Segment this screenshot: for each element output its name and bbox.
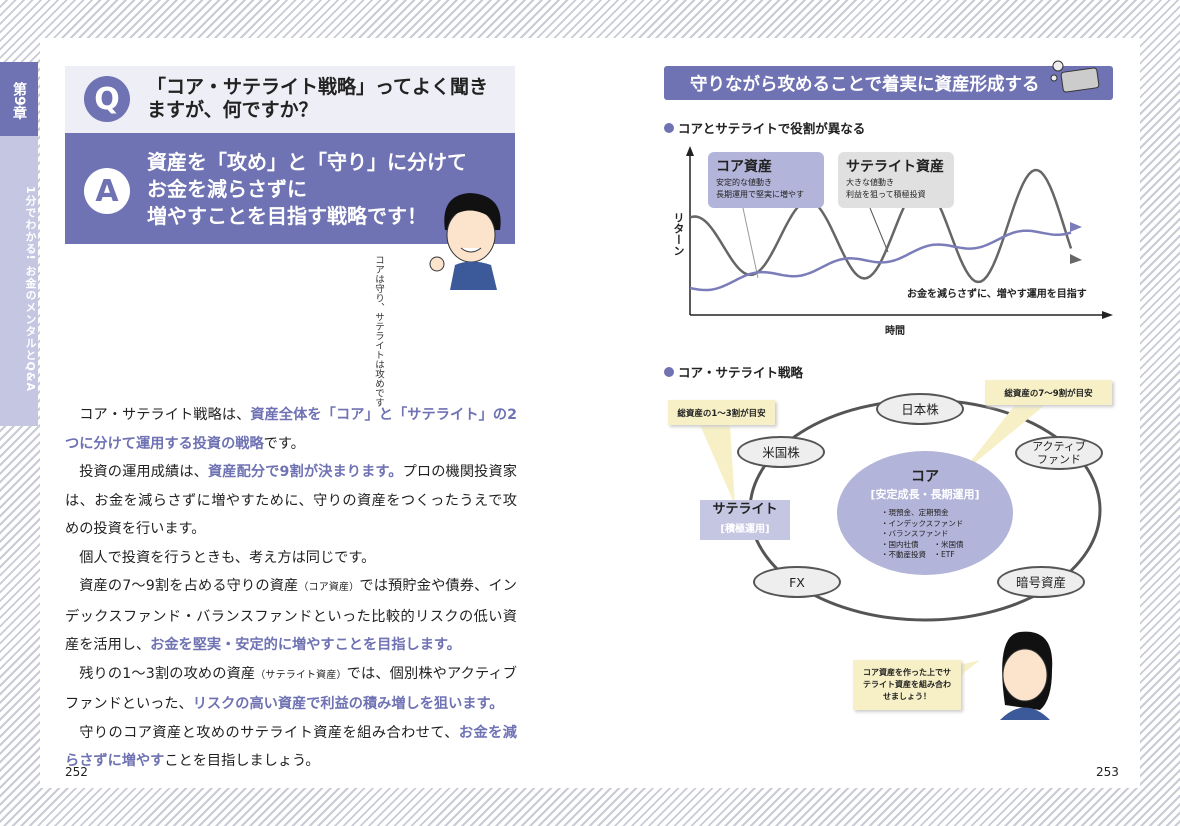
paragraph: 資産の7～9割を占める守りの資産（コア資産）では預貯金や債券、インデックスファン… bbox=[65, 572, 517, 660]
satellite-label-box: サテライト資産 大きな値動き 利益を狙って積極投資 bbox=[838, 152, 954, 208]
question-box bbox=[65, 66, 515, 133]
chart-caption: お金を減らさずに、増やす運用を目指す bbox=[907, 289, 1087, 300]
core-desc: 安定的な値動き bbox=[716, 178, 772, 187]
core-item: ・バランスファンド bbox=[881, 529, 949, 538]
core-label: コア [安定成長・長期運用] ・現預金、定期預金・インデックスファンド・バランス… bbox=[837, 466, 1013, 561]
highlight-text: お金を減らさずに増やす bbox=[65, 724, 517, 770]
chapter-subtitle: 1分でわかる! お金のメンタルとQ&A bbox=[0, 136, 38, 426]
core-arrow bbox=[1070, 222, 1082, 232]
character-note: コアは守り、サテライトは攻めです bbox=[373, 255, 384, 407]
answer-box bbox=[65, 133, 515, 244]
text-run: 個人で投資を行うときも、考え方は同じです。 bbox=[79, 549, 376, 566]
satellite-arrow bbox=[1070, 254, 1082, 264]
node-us-stock: 米国株 bbox=[737, 436, 825, 468]
core-desc: 長期運用で堅実に増やす bbox=[716, 190, 804, 199]
text-run: （サテライト資産） bbox=[255, 669, 347, 681]
text-run: ことを目指しましょう。 bbox=[164, 753, 320, 769]
speech-tail bbox=[955, 660, 980, 680]
core-diagram-sub: [安定成長・長期運用] bbox=[870, 488, 980, 501]
text-run: では、個別株やアクティブファンドといった、 bbox=[65, 665, 517, 713]
answer-text: 資産を「攻め」と「守り」に分けて お金を減らさずに 増やすことを目指す戦略です！ bbox=[147, 149, 467, 230]
core-items: ・現預金、定期預金・インデックスファンド・バランスファンド・国内社債 ・米国債・… bbox=[881, 508, 1013, 561]
section-heading-text: コアとサテライトで役割が異なる bbox=[678, 121, 866, 136]
page-number-left: 252 bbox=[65, 765, 88, 779]
text-run: コア・サテライト戦略は、 bbox=[79, 407, 251, 423]
text-run: 守りのコア資産と攻めのサテライト資産を組み合わせて、 bbox=[79, 724, 459, 741]
text-run: 資産の7～9割を占める守りの資産 bbox=[79, 578, 299, 594]
callout-tail-satellite bbox=[700, 425, 735, 505]
section-heading-text: コア・サテライト戦略 bbox=[678, 365, 804, 380]
x-axis-arrow bbox=[1102, 311, 1113, 319]
text-run: 残りの1～3割の攻めの資産 bbox=[79, 665, 256, 682]
y-axis-arrow bbox=[686, 146, 694, 156]
callout-tail-core bbox=[960, 405, 1045, 475]
question-text: 「コア・サテライト戦略」ってよく聞きますが、何ですか？ bbox=[147, 76, 489, 121]
satellite-label-box: サテライト [積極運用] bbox=[700, 500, 790, 540]
callout-satellite: 総資産の1～3割が目安 bbox=[668, 400, 775, 425]
x-axis-label: 時間 bbox=[885, 326, 905, 337]
paragraph: 残りの1～3割の攻めの資産（サテライト資産）では、個別株やアクティブファンドとい… bbox=[65, 660, 517, 719]
character-illustration-thumbsup bbox=[429, 193, 501, 290]
core-diagram-title: コア bbox=[911, 469, 939, 485]
answer-line: 資産を「攻め」と「守り」に分けて bbox=[147, 150, 467, 174]
bullet-dot bbox=[664, 122, 674, 133]
highlight-text: 資産配分で9割が決まります。 bbox=[208, 464, 403, 480]
core-item: ・不動産投資 ・ETF bbox=[881, 550, 955, 559]
text-run: プロの機関投資家は、お金を減らさずに増やすために、守りの資産をつくったうえで攻め… bbox=[65, 464, 517, 537]
satellite-pointer bbox=[869, 207, 889, 253]
core-item: ・国内社債 ・米国債 bbox=[881, 539, 964, 549]
a-mark: A bbox=[84, 168, 130, 214]
core-line bbox=[689, 229, 1072, 292]
page-number-right: 253 bbox=[1096, 765, 1119, 779]
core-item: ・現預金、定期預金 bbox=[881, 508, 949, 517]
section-title: 守りながら攻めることで着実に資産形成する bbox=[664, 66, 1113, 100]
core-ellipse bbox=[837, 451, 1013, 575]
return-chart bbox=[686, 146, 1113, 319]
satellite-diagram-title: サテライト bbox=[712, 502, 778, 517]
character-illustration-bow bbox=[1002, 648, 1048, 702]
text-run: では預貯金や債券、インデックスファンド・バランスファンドといった比較的リスクの低… bbox=[65, 578, 517, 653]
paragraph: 個人で投資を行うときも、考え方は同じです。 bbox=[65, 544, 517, 573]
body-text: コア・サテライト戦略は、資産全体を「コア」と「サテライト」の2つに分けて運用する… bbox=[65, 401, 517, 776]
core-title: コア資産 bbox=[716, 159, 772, 175]
paragraph: コア・サテライト戦略は、資産全体を「コア」と「サテライト」の2つに分けて運用する… bbox=[65, 401, 517, 458]
speech-bubble: コア資産を作った上でサテライト資産を組み合わせましょう！ bbox=[853, 660, 961, 710]
highlight-text: リスクの高い資産で利益の積み増しを狙います。 bbox=[192, 696, 504, 712]
q-mark: Q bbox=[84, 76, 130, 122]
satellite-title: サテライト資産 bbox=[846, 159, 944, 175]
text-run: 投資の運用成績は、 bbox=[79, 464, 208, 480]
core-item: ・インデックスファンド bbox=[881, 518, 964, 528]
paragraph: 守りのコア資産と攻めのサテライト資産を組み合わせて、お金を減らさずに増やすことを… bbox=[65, 719, 517, 776]
core-pointer bbox=[742, 207, 759, 279]
node-crypto: 暗号資産 bbox=[997, 566, 1085, 598]
answer-line: 増やすことを目指す戦略です！ bbox=[147, 204, 427, 228]
satellite-desc: 大きな値動き bbox=[846, 178, 894, 187]
money-icon bbox=[1050, 60, 1100, 93]
text-run: です。 bbox=[263, 435, 305, 452]
section-title-text: 守りながら攻めることで着実に資産形成する bbox=[690, 74, 1040, 95]
node-fx: FX bbox=[753, 566, 841, 598]
satellite-desc: 利益を狙って積極投資 bbox=[846, 190, 926, 199]
answer-line: お金を減らさずに bbox=[147, 177, 307, 201]
section-heading-1: コアとサテライトで役割が異なる bbox=[664, 118, 865, 137]
chapter-tab: 第9章 bbox=[0, 62, 38, 136]
paragraph: 投資の運用成績は、資産配分で9割が決まります。プロの機関投資家は、お金を減らさず… bbox=[65, 458, 517, 544]
callout-core: 総資産の7～9割が目安 bbox=[985, 380, 1112, 405]
node-active-fund: アクティブファンド bbox=[1015, 436, 1103, 470]
highlight-text: 資産全体を「コア」と「サテライト」の2つに分けて運用する投資の戦略 bbox=[65, 407, 517, 452]
bullet-dot bbox=[664, 366, 674, 377]
section-heading-2: コア・サテライト戦略 bbox=[664, 362, 803, 381]
satellite-diagram-sub: [積極運用] bbox=[720, 524, 770, 535]
highlight-text: お金を堅実・安定的に増やすことを目指します。 bbox=[150, 637, 461, 653]
text-run: （コア資産） bbox=[298, 582, 360, 593]
y-axis-label: リターン bbox=[672, 212, 685, 256]
node-japan-stock: 日本株 bbox=[876, 393, 964, 425]
core-label-box: コア資産 安定的な値動き 長期運用で堅実に増やす bbox=[708, 152, 824, 208]
